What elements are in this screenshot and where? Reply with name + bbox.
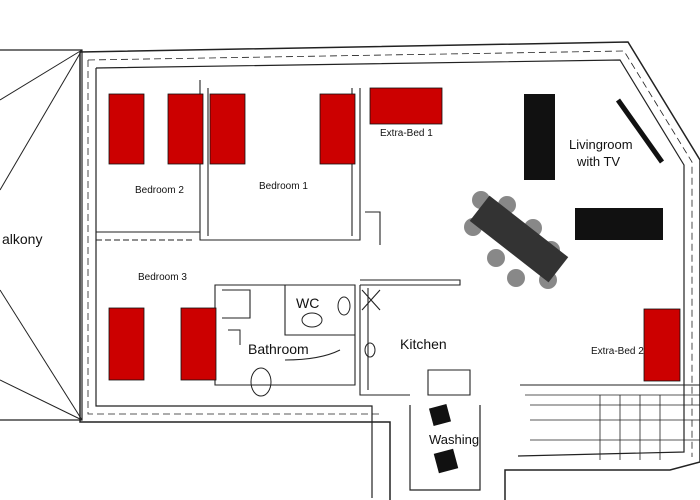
kitchen-label: Kitchen [400, 336, 447, 352]
bed-bedroom2-b [167, 93, 204, 165]
bed-bedroom3-a [108, 307, 145, 381]
living-furniture [464, 94, 665, 289]
tv-icon [615, 98, 665, 164]
bedroom3-label: Bedroom 3 [138, 272, 187, 283]
fixtures [228, 296, 376, 397]
bed-bedroom1-b [319, 93, 356, 165]
kitchen-sink [364, 342, 376, 358]
bed-bedroom1-a [209, 93, 246, 165]
wc-sink [337, 296, 351, 316]
wc-toilet [301, 312, 323, 328]
bathroom-toilet [250, 367, 272, 397]
extra-bed2-label: Extra-Bed 2 [591, 346, 644, 357]
livingroom-tv-label: with TV [576, 154, 620, 169]
washer-1 [428, 403, 452, 427]
balcony [0, 49, 83, 421]
balcony-label: alkony [2, 231, 42, 247]
sofa-left [524, 94, 555, 180]
bed-extra2 [643, 308, 681, 382]
bed-bedroom3-b [180, 307, 217, 381]
outer-walls [79, 41, 700, 500]
interior-walls [96, 80, 471, 396]
bath-door-arc [284, 349, 341, 361]
dining-table [469, 195, 569, 283]
wc-label: WC [296, 295, 319, 311]
extra-bed1-label: Extra-Bed 1 [380, 128, 433, 139]
sofa-right [575, 208, 663, 240]
washing-label: Washing [429, 432, 479, 447]
bedroom2-label: Bedroom 2 [135, 185, 184, 196]
washer-2 [433, 448, 459, 474]
livingroom-label: Livingroom [569, 137, 633, 152]
washing-machines [428, 403, 459, 474]
bathroom-label: Bathroom [248, 341, 309, 357]
bedroom1-label: Bedroom 1 [259, 181, 308, 192]
bed-extra1 [369, 87, 443, 125]
bed-bedroom2-a [108, 93, 145, 165]
bath-shower [228, 329, 241, 345]
beds [108, 87, 681, 382]
